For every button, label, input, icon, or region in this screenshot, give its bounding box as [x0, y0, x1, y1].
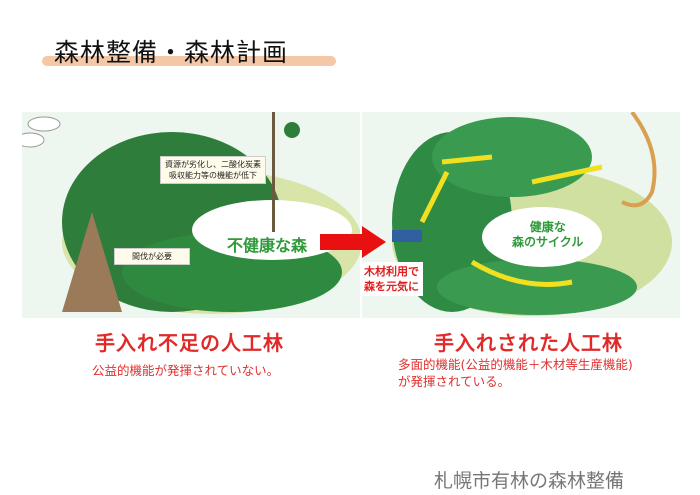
- page-title: 森林整備・森林計画: [54, 38, 289, 67]
- right-description: 多面的機能(公益的機能＋木材等生産機能) が発揮されている。: [398, 356, 633, 390]
- healthy-cycle-label: 健康な 森のサイクル: [512, 220, 583, 250]
- wood-use-label: 木材利用で 森を元気に: [360, 262, 423, 296]
- thinning-needed-note: 間伐が必要: [114, 248, 190, 265]
- left-heading: 手入れ不足の人工林: [95, 331, 284, 355]
- unhealthy-forest-graphic: [22, 112, 360, 314]
- right-arrow-icon: [320, 226, 386, 258]
- right-description-line2: が発揮されている。: [398, 374, 511, 389]
- right-description-line1: 多面的機能(公益的機能＋木材等生産機能): [398, 357, 633, 372]
- cycle-label-line2: 森のサイクル: [512, 235, 584, 249]
- footer-caption: 札幌市有林の森林整備: [434, 470, 625, 492]
- unhealthy-forest-illustration: 資源が劣化し、二酸化炭素吸収能力等の機能が低下 間伐が必要 不健康な森: [22, 112, 360, 318]
- right-heading: 手入れされた人工林: [434, 331, 623, 355]
- degradation-note: 資源が劣化し、二酸化炭素吸収能力等の機能が低下: [160, 156, 266, 184]
- title-underline: [42, 56, 336, 66]
- wood-label-line2: 森を元気に: [364, 280, 419, 293]
- cycle-label-line1: 健康な: [529, 220, 566, 234]
- unhealthy-forest-label: 不健康な森: [227, 236, 308, 255]
- wood-label-line1: 木材利用で: [364, 265, 419, 278]
- left-description: 公益的機能が発揮されていない。: [92, 363, 280, 378]
